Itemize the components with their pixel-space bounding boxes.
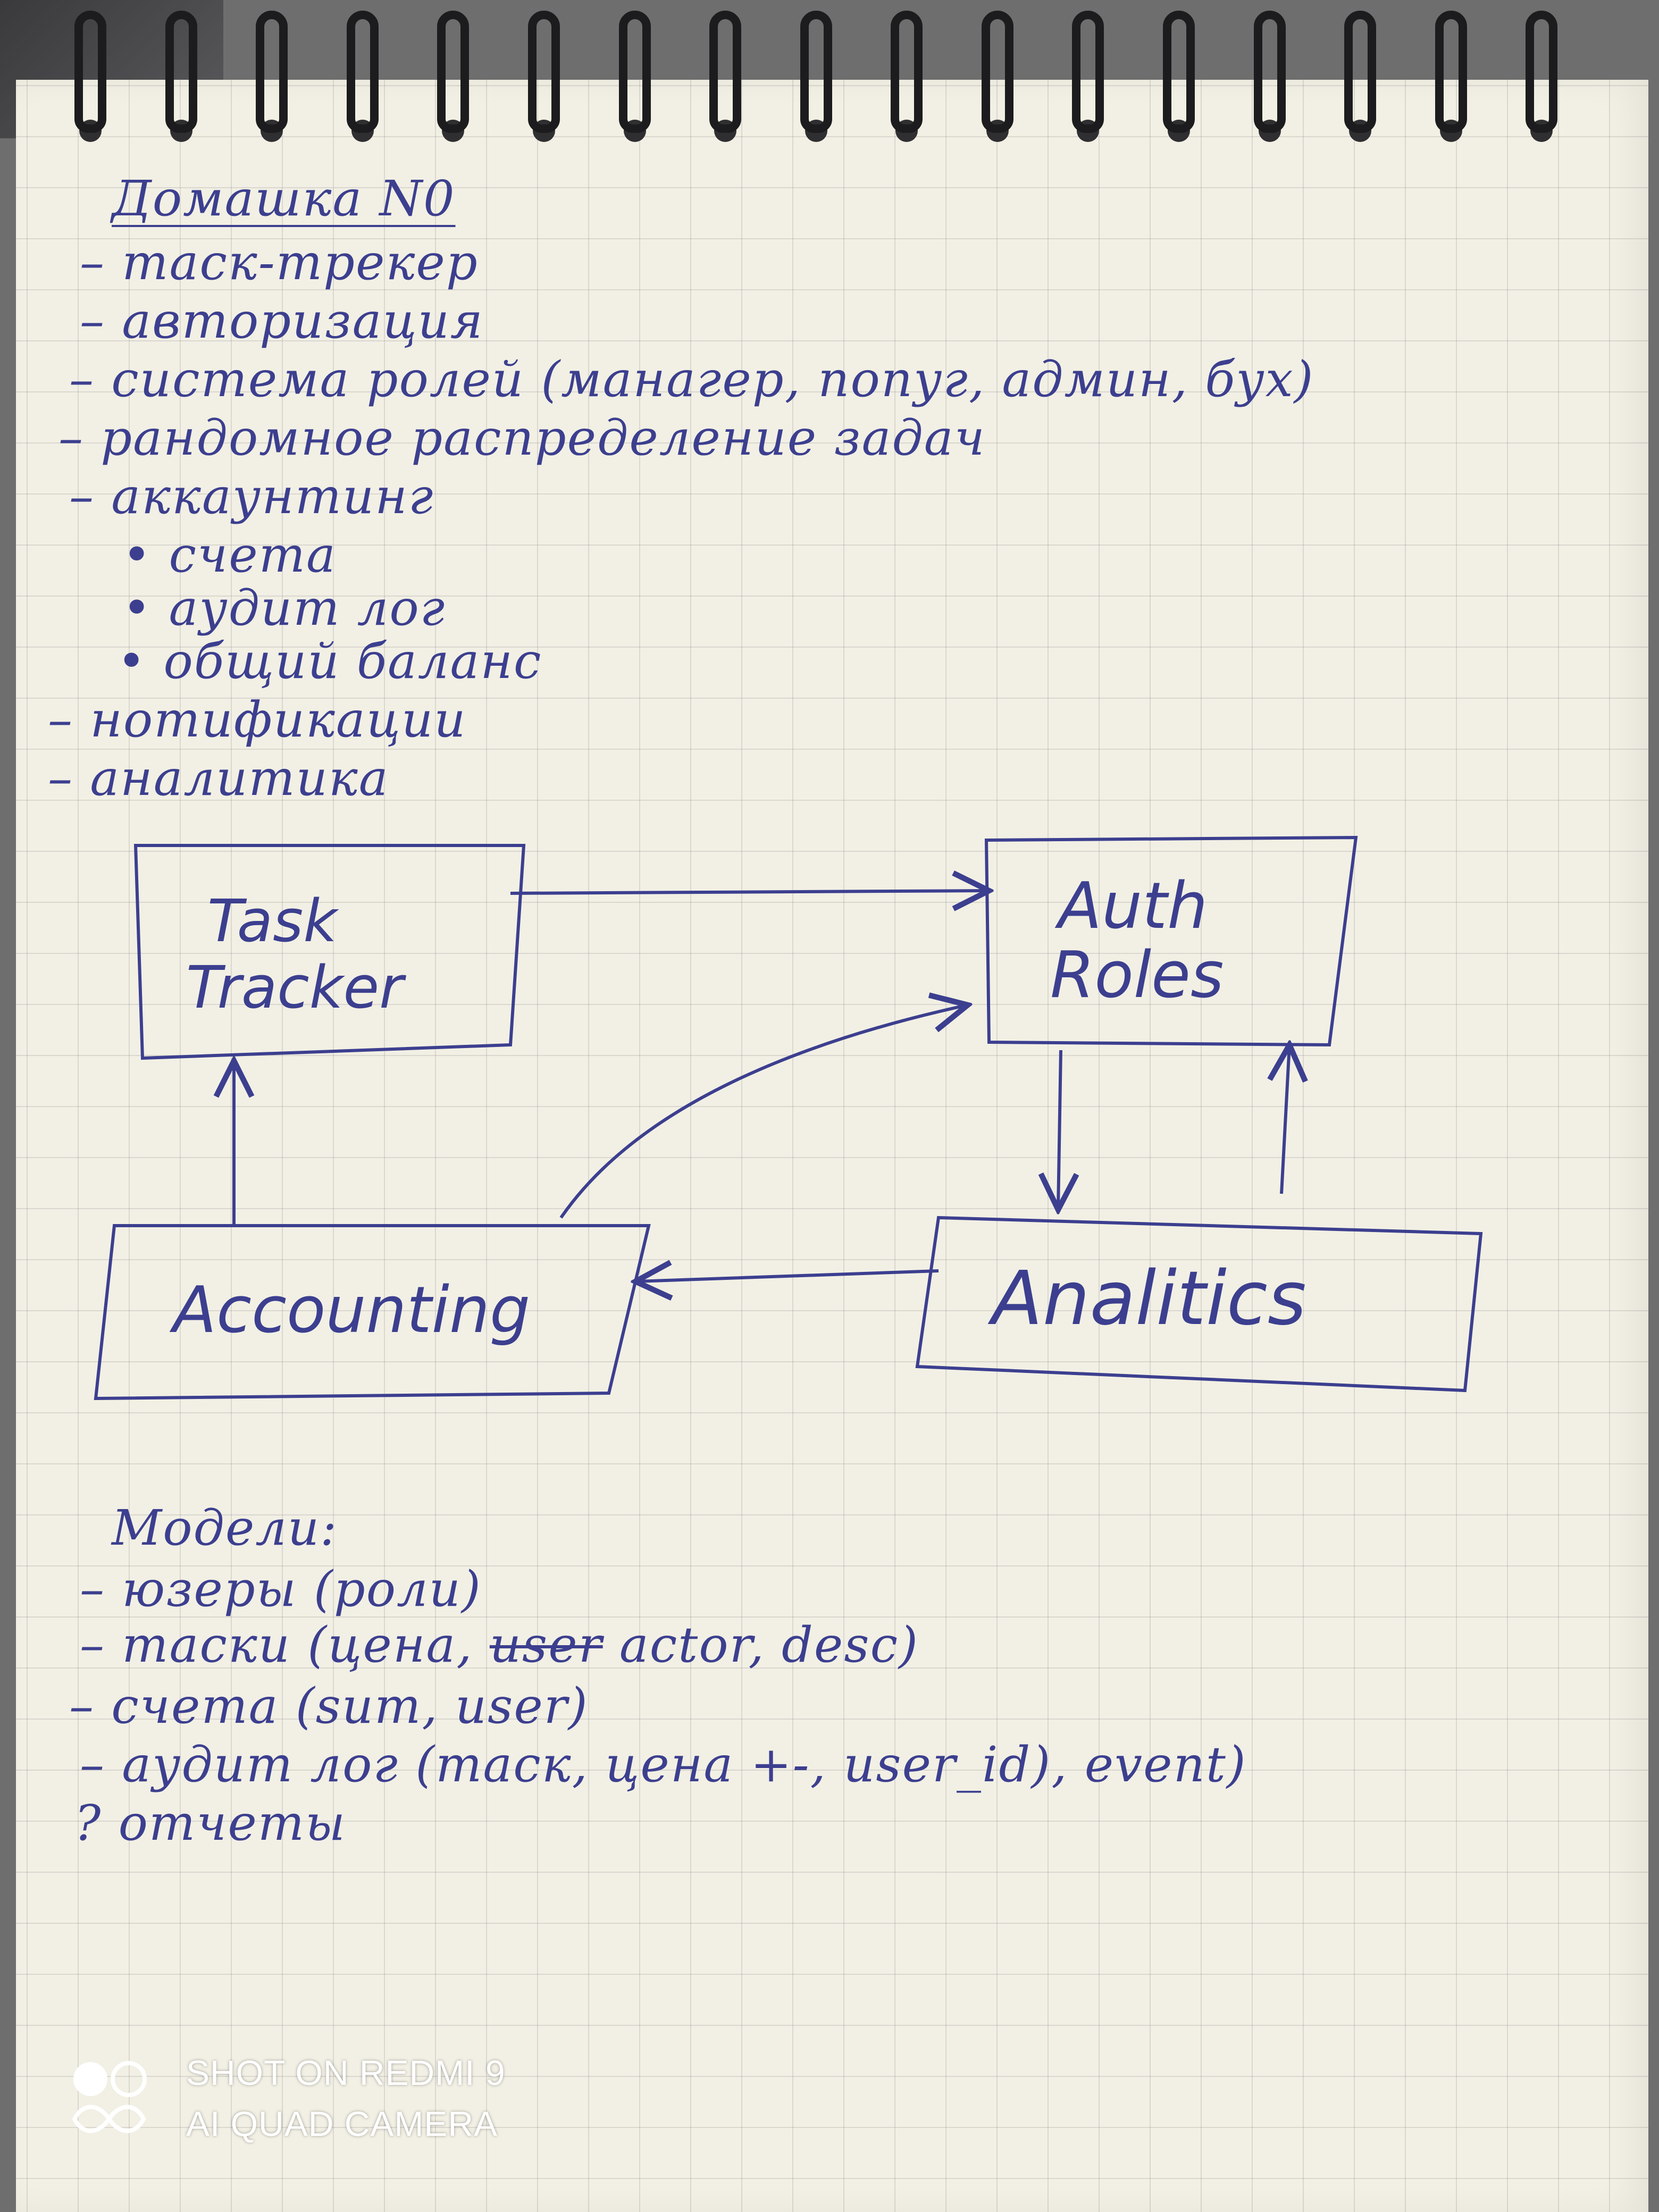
binding-ring xyxy=(437,11,470,133)
binding-ring xyxy=(709,11,742,133)
notes-bullet: • счета xyxy=(122,526,337,583)
analytics-label: Analitics xyxy=(987,1255,1306,1342)
models-tasks-struck: user xyxy=(489,1616,603,1673)
notes-line: – система ролей (манагер, попуг, админ, … xyxy=(69,351,1314,408)
arrow-task-to-auth xyxy=(510,891,989,893)
spiral-binding xyxy=(53,11,1595,138)
binding-ring xyxy=(1435,11,1467,133)
task-tracker-label: Task xyxy=(207,887,339,955)
auth-roles-label: Roles xyxy=(1050,939,1224,1012)
arrow-auth-to-analytics xyxy=(1058,1050,1061,1210)
binding-ring xyxy=(1253,11,1286,133)
binding-ring xyxy=(981,11,1013,133)
binding-ring xyxy=(891,11,923,133)
binding-ring xyxy=(800,11,832,133)
arrow-analytics-to-accounting xyxy=(635,1271,939,1281)
auth-roles-label: Auth xyxy=(1054,869,1208,943)
notes-line: – нотификации xyxy=(48,691,467,748)
auth-roles-box xyxy=(984,835,1358,1047)
arrow-analytics-to-auth xyxy=(1281,1045,1289,1194)
models-tasks-prefix: – таски (цена, xyxy=(80,1616,473,1673)
notebook-page xyxy=(16,80,1648,2212)
binding-ring xyxy=(346,11,379,133)
binding-ring xyxy=(1163,11,1195,133)
watermark-line: SHOT ON REDMI 9 xyxy=(186,2053,506,2092)
notes-bullet: • аудит лог xyxy=(122,580,446,636)
analytics-box xyxy=(915,1216,1483,1393)
binding-ring xyxy=(618,11,651,133)
notes-line: – аккаунтинг xyxy=(69,468,434,525)
binding-ring xyxy=(165,11,197,133)
models-line: – счета (sum, user) xyxy=(69,1678,589,1735)
models-title: Модели: xyxy=(112,1499,338,1556)
binding-ring xyxy=(1072,11,1104,133)
models-line: – юзеры (роли) xyxy=(80,1561,482,1618)
notes-bullet: • общий баланс xyxy=(117,633,542,690)
models-line: – аудит лог (таск, цена +-, user_id), ev… xyxy=(80,1736,1247,1793)
binding-ring xyxy=(1526,11,1558,133)
models-tasks-suffix: actor, desc) xyxy=(619,1616,919,1673)
binding-ring xyxy=(527,11,560,133)
binding-ring xyxy=(256,11,288,133)
notes-title: Домашка N0 xyxy=(112,170,456,227)
accounting-label: Accounting xyxy=(169,1273,530,1347)
arrow-accounting-to-auth xyxy=(559,1005,968,1219)
models-line: – таски (цена, user actor, desc) xyxy=(80,1616,919,1673)
notes-line: – аналитика xyxy=(48,750,389,807)
binding-ring xyxy=(74,11,106,133)
notes-line: – авторизация xyxy=(80,292,484,349)
notes-line: – рандомное распределение задач xyxy=(58,409,986,466)
task-tracker-label: Tracker xyxy=(186,953,406,1021)
binding-ring xyxy=(1344,11,1377,133)
camera-logo-icon xyxy=(72,2061,147,2133)
task-tracker-box xyxy=(133,844,526,1060)
accounting-box xyxy=(94,1224,651,1401)
watermark-line: AI QUAD CAMERA xyxy=(186,2104,498,2143)
notes-line: – таск-трекер xyxy=(80,234,479,291)
models-line: ? отчеты xyxy=(74,1795,347,1851)
